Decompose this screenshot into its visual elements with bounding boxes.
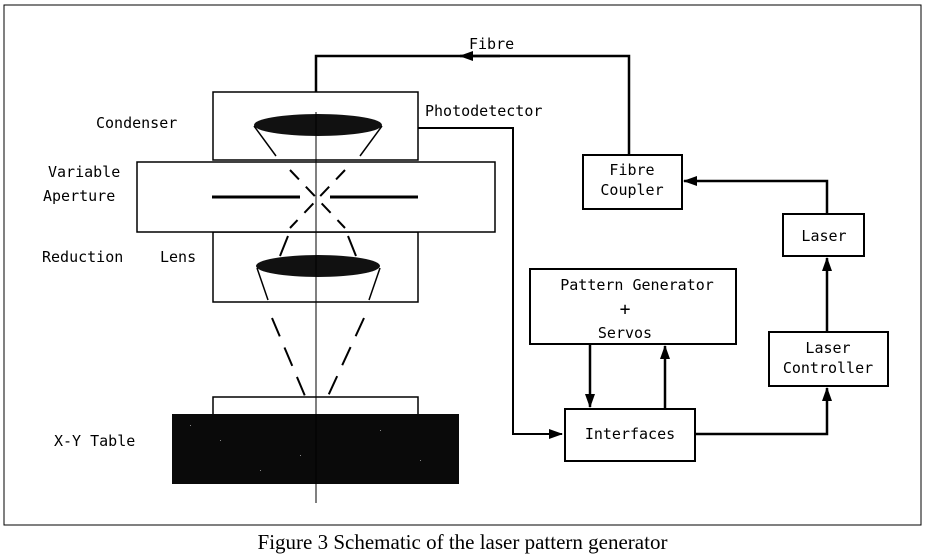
pattern-generator-box xyxy=(529,268,737,345)
interfaces-text: Interfaces xyxy=(585,425,675,443)
xy-table-label: X-Y Table xyxy=(54,432,135,450)
diagram-border xyxy=(3,4,922,526)
table-speckles xyxy=(190,425,421,471)
condenser-label: Condenser xyxy=(96,114,177,132)
condenser-beam-left xyxy=(253,125,277,157)
fibre-coupler-text-2: Coupler xyxy=(600,181,663,199)
lens-label: Lens xyxy=(160,248,196,266)
laser-controller-text-1: Laser xyxy=(805,339,850,357)
condenser-lens xyxy=(254,114,382,136)
laser-text: Laser xyxy=(801,227,846,245)
upper-beam-left xyxy=(279,235,289,257)
laser-controller-box xyxy=(768,331,889,387)
focus-beam-left xyxy=(271,317,306,397)
condenser-beam-right xyxy=(359,125,383,157)
reduction-lens xyxy=(256,255,380,277)
laser-controller-text-2: Controller xyxy=(783,359,873,377)
pattern-generator-text: Pattern Generator xyxy=(560,276,714,294)
photodetector-label: Photodetector xyxy=(425,102,542,120)
variable-label: Variable xyxy=(48,163,120,181)
upper-beam-right xyxy=(347,235,357,257)
plus-text: + xyxy=(620,299,631,320)
interfaces-box xyxy=(564,408,696,462)
laser-to-coupler-line xyxy=(683,176,829,214)
figure-caption: Figure 3 Schematic of the laser pattern … xyxy=(257,530,668,554)
interfaces-to-controller-line xyxy=(695,387,832,436)
fibre-label: Fibre xyxy=(469,35,514,53)
focus-beam-right xyxy=(327,317,365,397)
servos-text: Servos xyxy=(598,324,652,342)
fibre-coupler-box xyxy=(582,154,683,210)
reduction-beam-right xyxy=(368,267,381,301)
photodetector-line xyxy=(418,127,563,439)
fibre-coupler-text-1: Fibre xyxy=(609,161,654,179)
reduction-beam-left xyxy=(256,267,269,301)
reduction-label: Reduction xyxy=(42,248,123,266)
laser-box xyxy=(782,213,865,257)
aperture-label: Aperture xyxy=(43,187,115,205)
